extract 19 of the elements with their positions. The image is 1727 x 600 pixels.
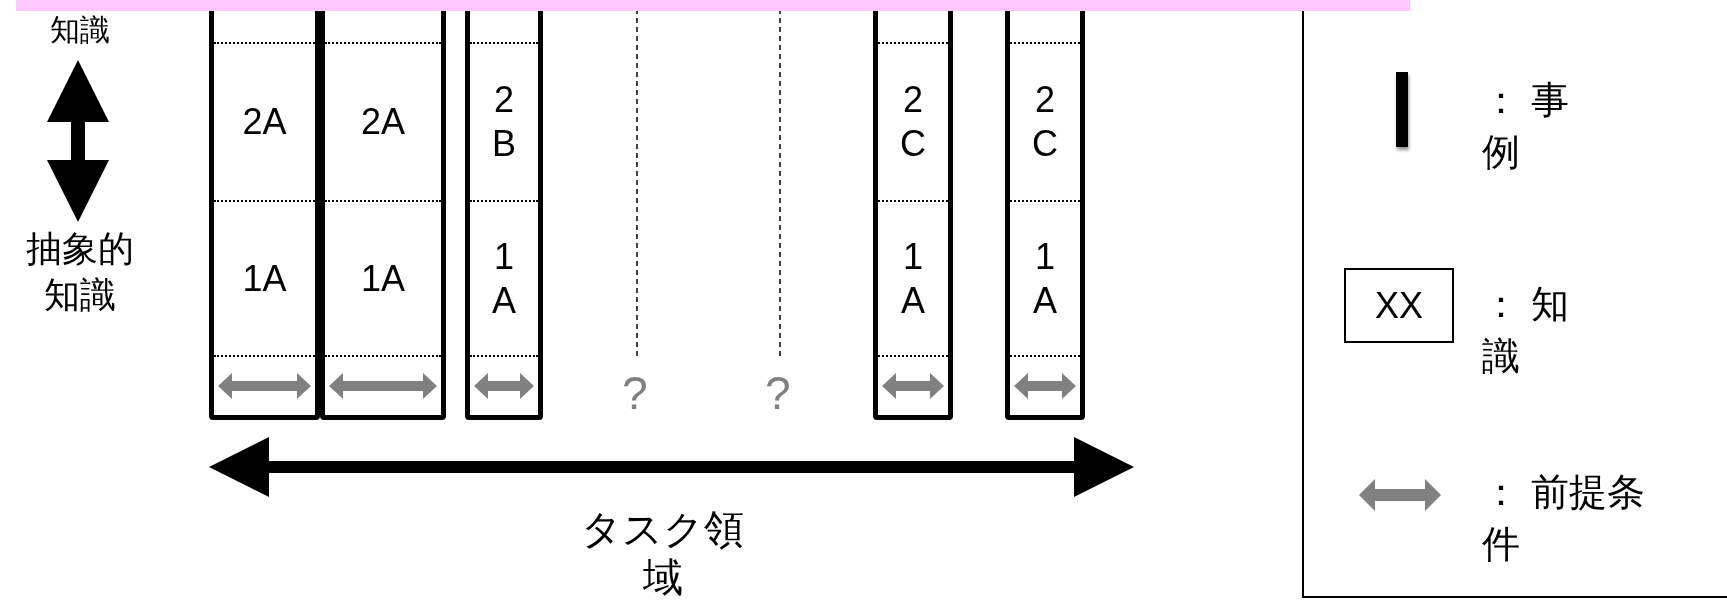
- question-mark: ?: [622, 366, 648, 420]
- knowledge-cell: 1A: [470, 200, 538, 357]
- legend-text: ： 事例: [1482, 78, 1570, 175]
- axis-label: タスク領域: [580, 506, 745, 600]
- knowledge-box-sample: XX: [1344, 268, 1454, 343]
- knowledge-cell: 1A: [214, 200, 315, 357]
- knowledge-cell: 1A: [1010, 200, 1080, 357]
- axis-label: 抽象的知識: [25, 227, 135, 317]
- axis-label: 知識: [49, 12, 111, 48]
- legend-text: ： 知識: [1482, 282, 1570, 379]
- knowledge-cell: 1A: [325, 200, 441, 357]
- knowledge-cell: 2C: [878, 42, 948, 200]
- question-mark: ?: [765, 366, 791, 420]
- legend-text: ： 前提条件: [1482, 470, 1646, 567]
- knowledge-cell: 2A: [325, 42, 441, 200]
- knowledge-cell: 1A: [878, 200, 948, 357]
- knowledge-cell: 2C: [1010, 42, 1080, 200]
- knowledge-cell: 2A: [214, 42, 315, 200]
- knowledge-cell: 2B: [470, 42, 538, 200]
